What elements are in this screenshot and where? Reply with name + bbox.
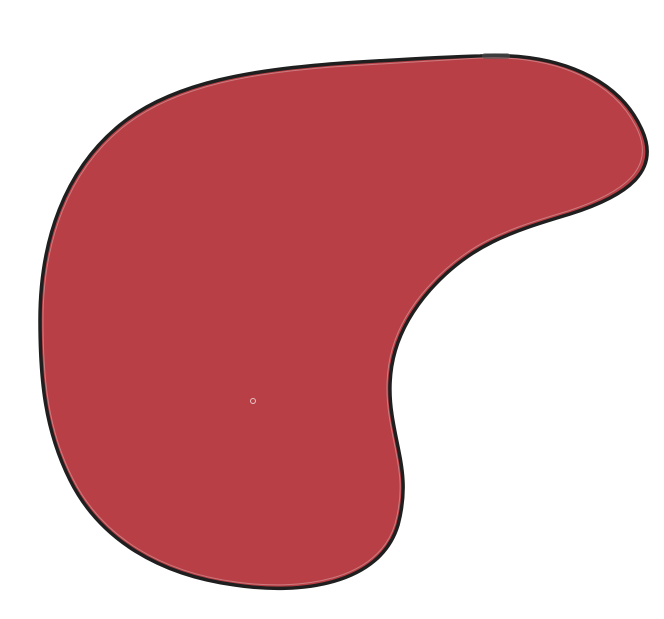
center-point-icon[interactable] <box>250 398 256 404</box>
red-blob-shape[interactable] <box>38 53 649 591</box>
inner-highlight-outline <box>42 57 643 586</box>
edge-handle-icon[interactable] <box>482 53 510 59</box>
